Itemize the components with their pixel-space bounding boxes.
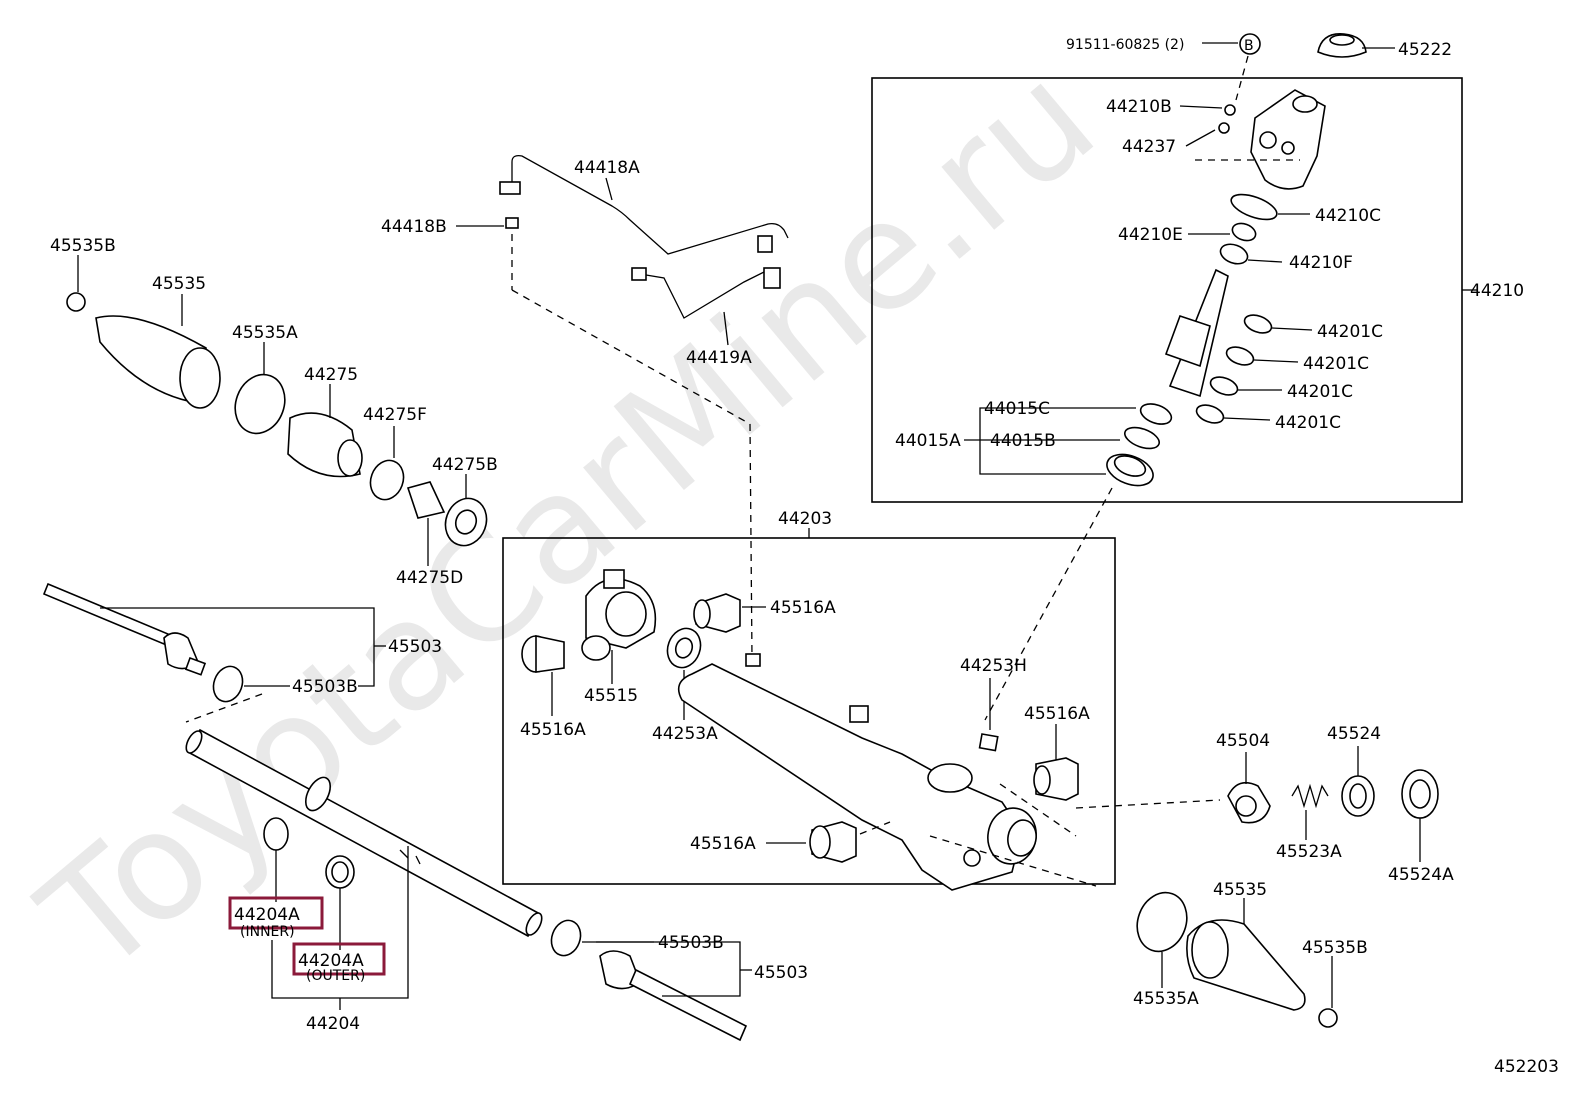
label-45503-right: 45503 [754,963,808,983]
label-44275D: 44275D [396,568,463,588]
part-45524-plug[interactable] [1341,746,1375,817]
label-44210C: 44210C [1315,206,1381,226]
label-45523A: 45523A [1276,842,1342,862]
label-44204A-inner: 44204A [234,905,300,925]
part-44015-seals[interactable] [964,400,1174,721]
label-44204A-inner-sub: (INNER) [240,924,295,940]
label-44418A: 44418A [574,158,640,178]
label-45516A-4: 45516A [690,834,756,854]
part-45535-boot-right[interactable] [1186,898,1306,1011]
label-45524: 45524 [1327,724,1381,744]
part-44253H-plug[interactable] [978,678,999,752]
part-45222-cap[interactable] [1317,33,1395,58]
label-45516A-1: 45516A [770,598,836,618]
part-44210E-seal[interactable] [1188,220,1258,243]
label-45535B-left: 45535B [50,236,116,256]
label-44201C-1: 44201C [1317,322,1383,342]
label-44201C-4: 44201C [1275,413,1341,433]
part-45504-yoke[interactable] [1227,752,1271,824]
part-91511-bolt[interactable] [1202,33,1261,101]
part-45516A-bushing-4[interactable] [766,821,891,863]
label-44210B: 44210B [1106,97,1172,117]
label-44015C: 44015C [984,399,1050,419]
label-44210: 44210 [1470,281,1524,301]
label-44204: 44204 [306,1014,360,1034]
label-45222: 45222 [1398,40,1452,60]
part-45535A-clamp-left[interactable] [227,342,293,440]
label-45535A-right: 45535A [1133,989,1199,1009]
part-44210B[interactable] [1179,104,1236,116]
part-45516A-bushing-2[interactable] [693,593,766,633]
part-45503B-washer-left[interactable] [185,662,290,723]
part-45503-tie-rod-right[interactable] [596,941,752,1042]
leader-45504 [1075,799,1221,809]
part-45524A-nut[interactable] [1401,769,1439,862]
label-44210F: 44210F [1289,253,1353,273]
label-44419A: 44419A [686,348,752,368]
label-44204A-outer: 44204A [298,951,364,971]
part-44204A-inner[interactable] [263,817,289,902]
part-44210C-oring[interactable] [1228,189,1310,224]
label-45503-left: 45503 [388,637,442,657]
part-45535-boot-left[interactable] [95,294,221,409]
part-valve-housing[interactable] [1195,89,1326,190]
part-45503B-washer-right[interactable] [547,916,654,959]
label-44201C-3: 44201C [1287,382,1353,402]
label-B: B [1244,38,1254,54]
label-44237: 44237 [1122,137,1176,157]
part-45523A-spring[interactable] [1291,783,1329,840]
part-45516A-bushing-1[interactable] [521,635,565,716]
label-44204A-outer-sub: (OUTER) [306,968,365,984]
label-45524A: 45524A [1388,865,1454,885]
label-45535-right: 45535 [1213,880,1267,900]
label-44201C-2: 44201C [1303,354,1369,374]
part-rack-housing[interactable] [677,653,1097,891]
part-44201C-rings[interactable] [1194,312,1313,427]
part-44275D-bushing[interactable] [406,481,446,566]
part-44419A-pipe[interactable] [631,267,781,346]
label-45535-left: 45535 [152,274,206,294]
label-45515: 45515 [584,686,638,706]
label-45503B-left: 45503B [292,677,358,697]
part-44210F-bearing[interactable] [1218,241,1283,267]
part-44204-rack[interactable] [183,728,545,938]
label-44253H: 44253H [960,656,1027,676]
part-44275F-ring[interactable] [365,426,409,504]
label-44418B: 44418B [381,217,447,237]
label-45535B-right: 45535B [1302,938,1368,958]
label-45516A-3: 45516A [520,720,586,740]
label-45504: 45504 [1216,731,1270,751]
part-44275-bellows[interactable] [287,384,363,478]
part-44237[interactable] [1185,122,1230,147]
label-91511: 91511-60825 (2) [1066,37,1184,53]
part-44418A-pipe[interactable] [499,154,789,255]
part-45503-tie-rod-left[interactable] [42,582,386,687]
part-45535B-clamp-right[interactable] [1318,956,1338,1028]
label-44015B: 44015B [990,431,1056,451]
part-45516A-bushing-3[interactable] [1033,724,1079,801]
part-pinion-valve[interactable] [1164,268,1229,398]
part-44275B-seal[interactable] [439,474,493,551]
label-44275F: 44275F [363,405,427,425]
label-45503B-right: 45503B [658,933,724,953]
part-45535B-clamp-left[interactable] [66,255,86,312]
label-45535A-left: 45535A [232,323,298,343]
label-45516A-2: 45516A [1024,704,1090,724]
highlight-44204A-inner [228,896,324,930]
label-44210E: 44210E [1118,225,1183,245]
label-44203: 44203 [778,509,832,529]
label-44015A: 44015A [895,431,961,451]
part-44204A-outer[interactable] [325,855,355,950]
diagram-code: 452203 [1494,1057,1559,1077]
highlight-44204A-outer [292,942,386,976]
label-44275B: 44275B [432,455,498,475]
part-45535A-clamp-right[interactable] [1129,886,1195,988]
part-45515-bracket[interactable] [581,569,657,684]
part-44418B-union[interactable] [456,217,753,659]
label-44253A: 44253A [652,724,718,744]
label-44275: 44275 [304,365,358,385]
